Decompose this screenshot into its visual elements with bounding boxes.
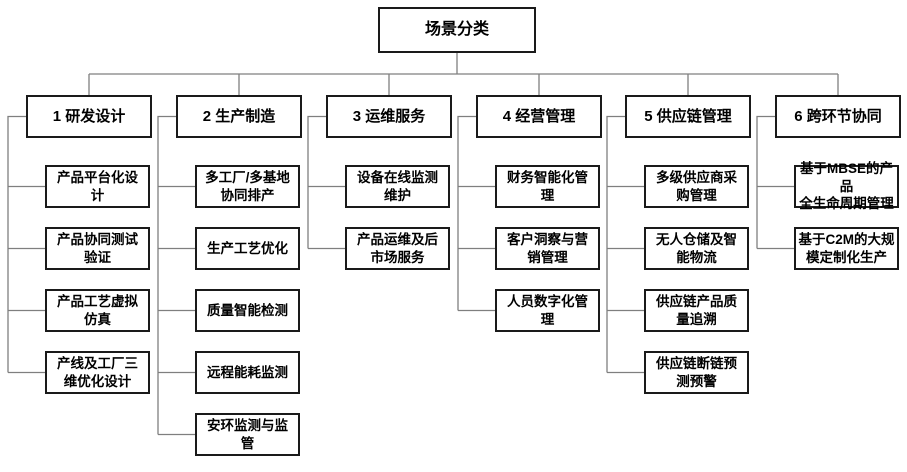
branch-header-4: 4 经营管理 xyxy=(476,95,602,138)
child-node: 远程能耗监测 xyxy=(195,351,300,394)
child-node: 人员数字化管 理 xyxy=(495,289,600,332)
child-node: 产品运维及后 市场服务 xyxy=(345,227,450,270)
child-node: 供应链产品质 量追溯 xyxy=(644,289,749,332)
child-node: 基于MBSE的产品 全生命周期管理 xyxy=(794,161,899,211)
branch-header-3: 3 运维服务 xyxy=(326,95,452,138)
child-node: 质量智能检测 xyxy=(195,289,300,332)
child-node: 产线及工厂三 维优化设计 xyxy=(45,351,150,394)
child-node: 产品工艺虚拟 仿真 xyxy=(45,289,150,332)
child-node: 多工厂/多基地 协同排产 xyxy=(195,165,300,208)
child-node: 多级供应商采 购管理 xyxy=(644,165,749,208)
child-node: 设备在线监测 维护 xyxy=(345,165,450,208)
branch-header-2: 2 生产制造 xyxy=(176,95,302,138)
child-node: 产品平台化设 计 xyxy=(45,165,150,208)
branch-header-6: 6 跨环节协同 xyxy=(775,95,901,138)
child-node: 生产工艺优化 xyxy=(195,227,300,270)
child-node: 财务智能化管 理 xyxy=(495,165,600,208)
child-node: 供应链断链预 测预警 xyxy=(644,351,749,394)
branch-header-1: 1 研发设计 xyxy=(26,95,152,138)
root-node: 场景分类 xyxy=(378,7,536,53)
child-node: 安环监测与监 管 xyxy=(195,413,300,456)
branch-header-5: 5 供应链管理 xyxy=(625,95,751,138)
child-node: 无人仓储及智 能物流 xyxy=(644,227,749,270)
child-node: 基于C2M的大规 模定制化生产 xyxy=(794,227,899,270)
child-node: 客户洞察与营 销管理 xyxy=(495,227,600,270)
child-node: 产品协同测试 验证 xyxy=(45,227,150,270)
